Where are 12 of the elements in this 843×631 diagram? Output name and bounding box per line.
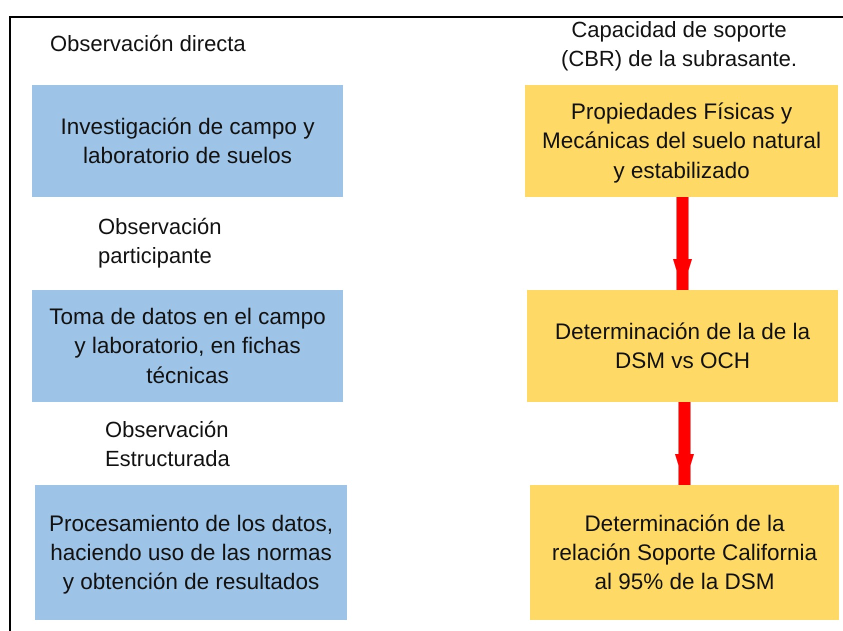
process-box: Determinación de la relación Soporte California al 95% de la DSM	[530, 485, 839, 620]
arrow	[674, 402, 694, 485]
process-box: Determinación de la de la DSM vs OCH	[527, 290, 838, 402]
text-label: Observación Estructurada	[105, 416, 231, 473]
process-box: Procesamiento de los datos, haciendo uso de las normas y obtención de resultados	[35, 485, 347, 620]
text-label: Observación directa	[50, 30, 247, 58]
text-label: Observación participante	[98, 213, 223, 270]
process-box: Investigación de campo y laboratorio de suelos	[32, 85, 343, 197]
process-box: Toma de datos en el campo y laboratorio, en fichas técnicas	[32, 290, 343, 402]
process-box: Propiedades Físicas y Mecánicas del suelo natural y estabilizado	[525, 85, 838, 197]
text-label: Capacidad de soporte (CBR) de la subrasante.	[560, 16, 798, 73]
arrow	[672, 197, 692, 290]
